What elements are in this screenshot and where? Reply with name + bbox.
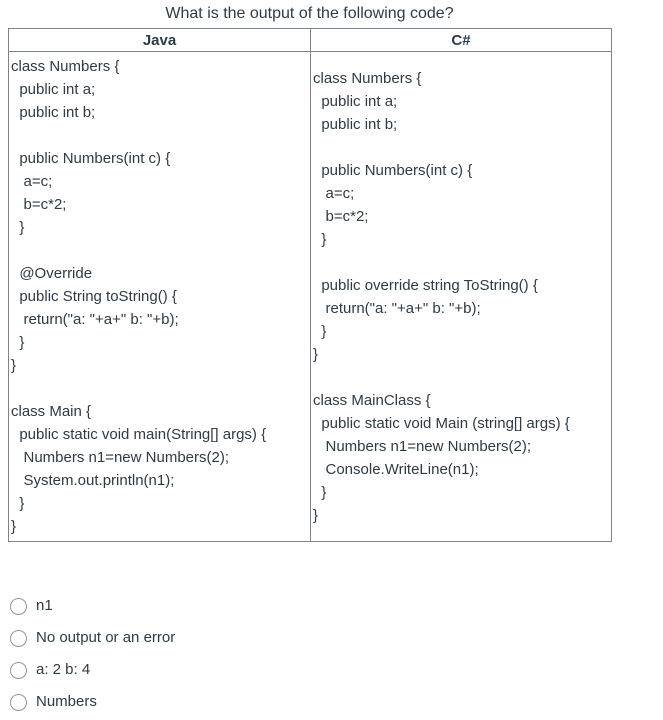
radio-button-icon[interactable] bbox=[10, 661, 27, 679]
code-line: public int a; bbox=[11, 81, 96, 98]
code-line: public Numbers(int c) { bbox=[313, 161, 473, 179]
code-line: } bbox=[313, 483, 327, 501]
code-line: b=c*2; bbox=[11, 196, 67, 213]
option-label[interactable]: n1 bbox=[36, 597, 53, 614]
code-line: public int b; bbox=[313, 115, 398, 133]
code-line: } bbox=[11, 334, 25, 351]
code-line: @Override bbox=[11, 265, 93, 282]
option-label[interactable]: Numbers bbox=[36, 693, 97, 710]
code-line bbox=[11, 377, 310, 400]
code-line bbox=[11, 239, 310, 262]
code-line: System.out.println(n1); bbox=[11, 472, 175, 489]
answer-option-4[interactable]: Numbers bbox=[10, 693, 663, 711]
answer-option-2[interactable]: No output or an error bbox=[10, 629, 663, 647]
quiz-question-page: What is the output of the following code… bbox=[0, 5, 663, 720]
code-line: public override string ToString() { bbox=[313, 276, 538, 294]
code-line: return("a: "+a+" b: "+b); bbox=[11, 311, 179, 328]
option-label[interactable]: a: 2 b: 4 bbox=[36, 661, 91, 678]
code-line: } bbox=[313, 506, 319, 524]
code-line: } bbox=[313, 230, 327, 248]
code-line bbox=[11, 124, 310, 147]
code-line bbox=[313, 366, 611, 389]
code-line: return("a: "+a+" b: "+b); bbox=[313, 299, 481, 317]
code-line: public int a; bbox=[313, 92, 398, 110]
radio-button-icon[interactable] bbox=[10, 597, 27, 615]
question-title: What is the output of the following code… bbox=[165, 5, 454, 22]
answer-options: n1 No output or an error a: 2 b: 4 Numbe… bbox=[10, 597, 663, 711]
code-line bbox=[313, 136, 611, 159]
code-line: } bbox=[11, 219, 25, 236]
code-line: class MainClass { bbox=[313, 391, 431, 409]
option-label[interactable]: No output or an error bbox=[36, 629, 176, 646]
radio-button-icon[interactable] bbox=[10, 629, 27, 647]
code-line: a=c; bbox=[313, 184, 355, 202]
code-line: } bbox=[11, 357, 17, 374]
code-line: } bbox=[11, 518, 17, 535]
table-header-row: Java C# bbox=[8, 28, 612, 52]
answer-option-3[interactable]: a: 2 b: 4 bbox=[10, 661, 663, 679]
code-line: } bbox=[313, 322, 327, 340]
code-line bbox=[313, 251, 611, 274]
code-line: Numbers n1=new Numbers(2); bbox=[11, 449, 230, 466]
csharp-code-cell: class Numbers { public int a; public int… bbox=[310, 51, 612, 542]
code-line: public int b; bbox=[11, 104, 96, 121]
code-line: public Numbers(int c) { bbox=[11, 150, 171, 167]
code-line: Console.WriteLine(n1); bbox=[313, 460, 479, 478]
java-code-cell: class Numbers { public int a; public int… bbox=[8, 51, 311, 542]
code-line: } bbox=[313, 345, 319, 363]
code-line: public String toString() { bbox=[11, 288, 177, 305]
code-line: public static void main(String[] args) { bbox=[11, 426, 267, 443]
code-line: public static void Main (string[] args) … bbox=[313, 414, 570, 432]
code-line: } bbox=[11, 495, 25, 512]
code-line: class Main { bbox=[11, 403, 92, 420]
column-header-java: Java bbox=[8, 28, 311, 52]
column-header-csharp: C# bbox=[310, 28, 612, 52]
code-line: Numbers n1=new Numbers(2); bbox=[313, 437, 532, 455]
answer-option-1[interactable]: n1 bbox=[10, 597, 663, 615]
table-body-row: class Numbers { public int a; public int… bbox=[8, 51, 612, 542]
radio-button-icon[interactable] bbox=[10, 693, 27, 711]
code-comparison-table: Java C# class Numbers { public int a; pu… bbox=[8, 28, 612, 542]
code-line: class Numbers { bbox=[313, 69, 422, 87]
code-line: b=c*2; bbox=[313, 207, 369, 225]
code-line: class Numbers { bbox=[11, 58, 120, 75]
code-line: a=c; bbox=[11, 173, 53, 190]
